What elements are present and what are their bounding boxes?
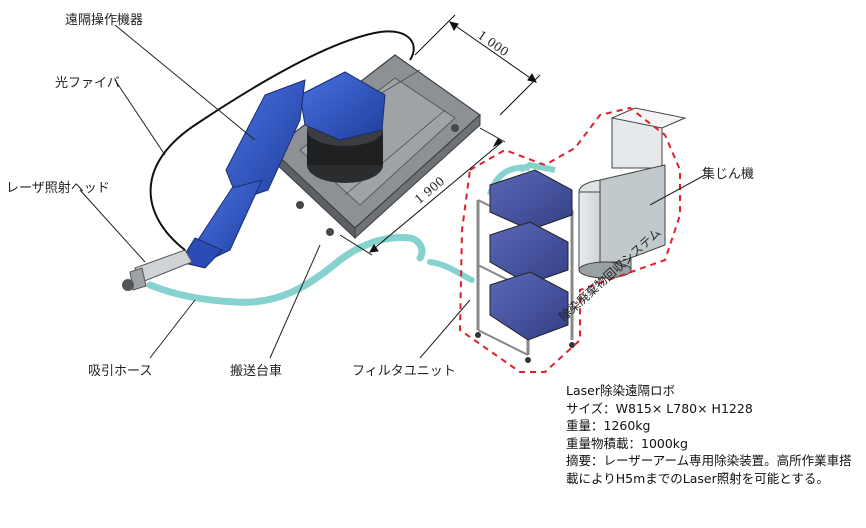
leader-lines <box>79 24 706 359</box>
label-dust-collector: 集じん機 <box>702 167 755 182</box>
robot-arm <box>179 71 386 269</box>
optical-fiber-line <box>149 30 415 251</box>
label-optical-fiber: 光ファイバ <box>55 76 120 91</box>
label-suction-hose: 吸引ホース <box>88 364 153 379</box>
spec-block: Laser除染遠隔ロボ サイズ：W815× L780× H1228 重量：126… <box>566 382 862 487</box>
filter-unit <box>475 169 575 363</box>
spec-summary: 摘要：レーザーアーム専用除染装置。高所作業車搭載によりH5mまでのLaser照射… <box>566 453 852 486</box>
spec-weight: 重量：1260kg <box>566 418 651 433</box>
spec-load: 重量物積載：1000kg <box>566 435 688 451</box>
label-carriage: 搬送台車 <box>230 364 283 379</box>
dust-collector <box>578 107 687 279</box>
label-laser-head: レーザ照射ヘッド <box>6 181 110 196</box>
laser-head <box>122 249 193 291</box>
spec-title: Laser除染遠隔ロボ <box>566 383 675 398</box>
label-filter-unit: フィルタユニット <box>352 364 456 379</box>
label-remote-device: 遠隔操作機器 <box>65 13 144 28</box>
suction-hose <box>146 233 426 306</box>
spec-size: サイズ：W815× L780× H1228 <box>566 400 753 416</box>
dimension-lines <box>339 14 541 256</box>
